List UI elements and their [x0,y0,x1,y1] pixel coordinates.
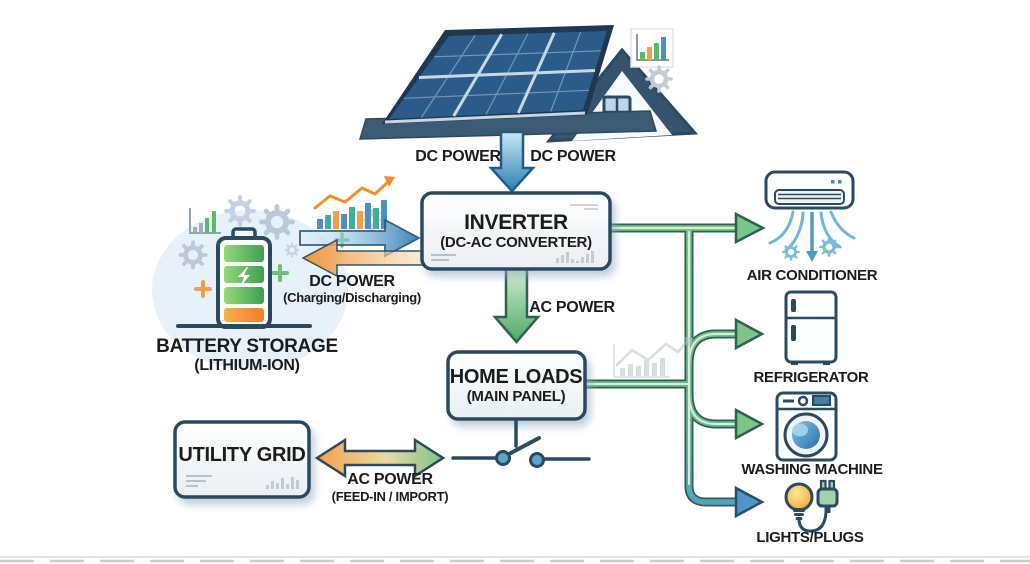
light-bulb-icon [784,482,814,512]
switch-icon [451,419,591,468]
battery-cluster [152,197,384,370]
arrowhead-lights-plugs [734,485,765,519]
dc-power-label-right: DC POWER [530,148,616,165]
trend-chart-icon [313,176,395,229]
dc-charging-label: DC POWER [309,273,395,290]
ac-feed-sublabel: (FEED-IN / IMPORT) [331,489,449,504]
gear-icon [781,242,801,262]
inverter-title: INVERTER [464,211,568,234]
arrowhead-refrigerator [734,317,765,351]
home-loads-subtitle: (MAIN PANEL) [466,388,566,405]
utility-grid-title: UTILITY GRID [178,444,306,466]
dc-charging-sublabel: (Charging/Discharging) [283,290,421,305]
power-plug-icon [816,479,839,513]
solar-panel-icon [382,25,614,124]
refrigerator-icon [784,290,838,365]
inverter-box [420,191,612,271]
arrowhead-washing-machine [734,407,765,441]
air-conditioner-label: AIR CONDITIONER [746,267,878,284]
ac-power-label: AC POWER [529,299,615,316]
bar-chart-icon [189,208,221,234]
ac-power-down-arrow [492,267,541,344]
home-loads-box [446,350,587,421]
battery-storage-subtitle: (LITHIUM-ION) [194,357,300,374]
dc-power-down-arrow [488,130,536,193]
air-conditioner-icon [764,170,856,262]
lights-plugs-icon [784,479,839,533]
gear-icon [818,236,840,258]
power-lines [581,223,742,507]
inverter-box-glyphs [431,204,598,263]
plus-icon [271,264,289,282]
washing-machine-icon [775,391,838,462]
battery-storage-title: BATTERY STORAGE [156,336,338,357]
grid-feed-double-arrow [314,437,446,479]
bar-chart-icon [630,28,674,68]
gear-icon [647,67,671,91]
home-loads-title: HOME LOADS [449,366,583,388]
plus-icon [194,280,212,298]
lightning-bolt-icon [238,267,250,286]
trend-chart-icon [613,337,694,378]
battery-icon [216,227,272,329]
refrigerator-label: REFRIGERATOR [753,369,869,386]
dc-power-label-left: DC POWER [415,148,501,165]
arrowhead-air-conditioner [734,211,766,245]
inverter-subtitle: (DC-AC CONVERTER) [440,234,592,251]
lights-plugs-label: LIGHTS/PLUGS [756,529,864,546]
washing-machine-label: WASHING MACHINE [741,461,883,478]
utility-grid-glyphs [186,475,299,489]
charge-arrow-right [299,218,421,258]
ac-feed-label: AC POWER [347,471,433,488]
utility-grid-box [173,420,311,499]
